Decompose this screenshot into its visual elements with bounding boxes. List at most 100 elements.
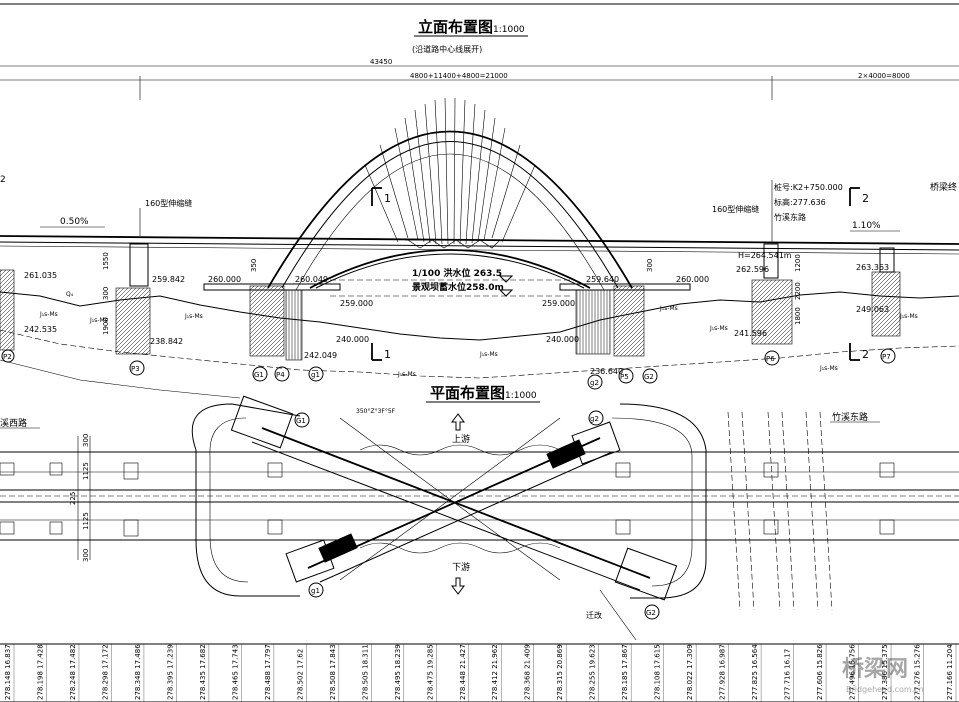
plan-scale: 1:1000: [505, 391, 537, 401]
svg-text:238.842: 238.842: [150, 337, 183, 346]
plan-racetrack: [191, 403, 707, 599]
svg-text:300: 300: [82, 549, 90, 562]
svg-text:J₁s-Ms: J₁s-Ms: [819, 365, 838, 372]
profile-cell: 278.348 17.486: [134, 644, 142, 700]
pier-p7: P7: [871, 247, 901, 364]
svg-text:1800: 1800: [794, 307, 802, 325]
svg-text:300: 300: [82, 434, 90, 447]
main-span-dim: 4800+11400+4800=21000: [410, 72, 508, 80]
landscape-level: 景观坝蓄水位258.0m: [412, 281, 504, 293]
profile-cell: 278.502 17.62: [296, 649, 304, 700]
downstream-label: 下游: [452, 561, 470, 573]
profile-cell: 278.435 17.682: [199, 644, 207, 700]
elevation-values: 261.035 259.842 260.000 260.049 259.000 …: [24, 263, 889, 376]
svg-text:Q₄: Q₄: [66, 291, 74, 298]
downstream-arrow-icon: [451, 577, 465, 595]
svg-text:249.063: 249.063: [856, 305, 889, 314]
svg-text:P3: P3: [131, 365, 140, 373]
svg-text:g1: g1: [311, 371, 320, 379]
svg-text:J₁s-Ms: J₁s-Ms: [709, 325, 728, 332]
profile-cell: 278.505 18.311: [361, 644, 369, 700]
svg-text:259.000: 259.000: [340, 299, 373, 308]
pier-g1-p4: G1 P4 g1: [203, 283, 341, 382]
flood-level: 1/100 洪水位 263.5: [412, 267, 502, 279]
pier-p6: P6: [751, 243, 793, 366]
svg-text:g2: g2: [590, 379, 599, 387]
relocate-label: 迁改: [586, 610, 602, 620]
profile-cell: 278.448 21.427: [459, 644, 467, 700]
svg-text:J₁s-Ms: J₁s-Ms: [397, 371, 416, 378]
section-marker-2-bottom: 2: [862, 348, 869, 361]
profile-cell: 278.412 21.962: [491, 644, 499, 700]
svg-text:260.000: 260.000: [676, 275, 709, 284]
svg-text:P7: P7: [882, 353, 891, 361]
svg-text:225: 225: [69, 492, 77, 505]
profile-cell: 277.825 16.564: [751, 644, 759, 700]
svg-text:P4: P4: [276, 371, 285, 379]
bridge-deck: [0, 235, 959, 255]
arch-structure: [267, 97, 633, 291]
plan-title-block: 平面布置图 1:1000 350°Z°3F°5F: [356, 384, 540, 415]
section-marker-2-top: 2: [862, 192, 869, 205]
left-partial-label: 2: [0, 175, 6, 185]
joint-left: 160型伸缩缝: [145, 198, 192, 208]
h-mark: H=264.541m: [738, 251, 792, 260]
profile-cell: 278.198 17.428: [36, 644, 44, 700]
svg-text:P5: P5: [620, 373, 629, 381]
road-east: 竹溪东路: [832, 411, 868, 423]
svg-text:P2: P2: [3, 353, 12, 361]
svg-text:J₁s-Ms: J₁s-Ms: [39, 311, 58, 318]
elevation-title-block: 立面布置图 1:1000 (沿道路中心线展开): [412, 18, 528, 54]
side-span-dim: 2×4000=8000: [858, 72, 910, 80]
profile-cell: 278.475 19.285: [426, 644, 434, 700]
ground-profile: [0, 291, 959, 399]
svg-text:236.640: 236.640: [590, 367, 623, 376]
svg-text:259.000: 259.000: [542, 299, 575, 308]
station-mark: 桩号:K2+750.000: [774, 182, 843, 192]
profile-cell: 277.276 15.276: [914, 644, 922, 700]
svg-text:G2: G2: [646, 609, 656, 617]
svg-text:300: 300: [102, 287, 110, 300]
plan-arch-ribs: [251, 417, 651, 591]
pier-g2-p5: g2 P5 G2: [559, 283, 691, 390]
svg-text:G1: G1: [296, 417, 306, 425]
watermark: 桥梁网 Bridgehead.com.cn: [842, 656, 924, 694]
profile-cell: 278.395 17.239: [166, 644, 174, 700]
profile-cell: 278.148 16.837: [4, 644, 12, 700]
profile-cell: 278.508 17.843: [329, 644, 337, 700]
bridge-end-label: 桥梁终: [930, 181, 957, 193]
svg-text:261.035: 261.035: [24, 271, 57, 280]
svg-text:g2: g2: [590, 415, 599, 423]
profile-cell: 277.716 16.17: [784, 649, 792, 700]
road-east-top: 竹溪东路: [774, 212, 806, 222]
vertical-dims: 1550 300 1900 350 1200 2200 1800 300: [102, 252, 802, 335]
svg-text:G1: G1: [254, 371, 264, 379]
section-marker-1-top: 1: [384, 192, 391, 205]
profile-cell: 277.386 15.375: [881, 644, 889, 700]
svg-text:262.596: 262.596: [736, 265, 769, 274]
svg-text:1550: 1550: [102, 252, 110, 270]
soil-labels: J₁s-Ms J₁s-Ms J₁s-Ms J₁s-Ms J₁s-Ms J₁s-M…: [39, 291, 918, 378]
profile-cell: 278.022 17.309: [686, 644, 694, 700]
svg-text:1125: 1125: [82, 512, 90, 530]
profile-cell: 278.465 17.743: [231, 644, 239, 700]
svg-text:G2: G2: [644, 373, 654, 381]
total-length-dim: 43450: [370, 58, 392, 66]
profile-cell: 278.248 17.482: [69, 644, 77, 700]
watermark-sub: Bridgehead.com.cn: [846, 685, 924, 694]
plan-footing-g2: g2: [571, 410, 621, 465]
road-west: 溪西路: [0, 417, 27, 429]
upstream-label: 上游: [452, 433, 470, 445]
svg-text:350: 350: [250, 259, 258, 272]
pier-p2: P2: [0, 269, 15, 363]
elevation-title: 立面布置图: [418, 18, 493, 36]
profile-table: [0, 643, 959, 702]
plan-title: 平面布置图: [430, 384, 505, 402]
svg-text:240.000: 240.000: [336, 335, 369, 344]
plan-footing-G1: G1: [230, 395, 310, 449]
profile-cell: 278.315 20.869: [556, 644, 564, 700]
dimension-lines: 43450 4800+11400+4800=21000 2×4000=8000: [0, 58, 959, 100]
elevation-mark: 标高:277.636: [774, 197, 826, 207]
profile-cell: 278.185 17.867: [621, 644, 629, 700]
